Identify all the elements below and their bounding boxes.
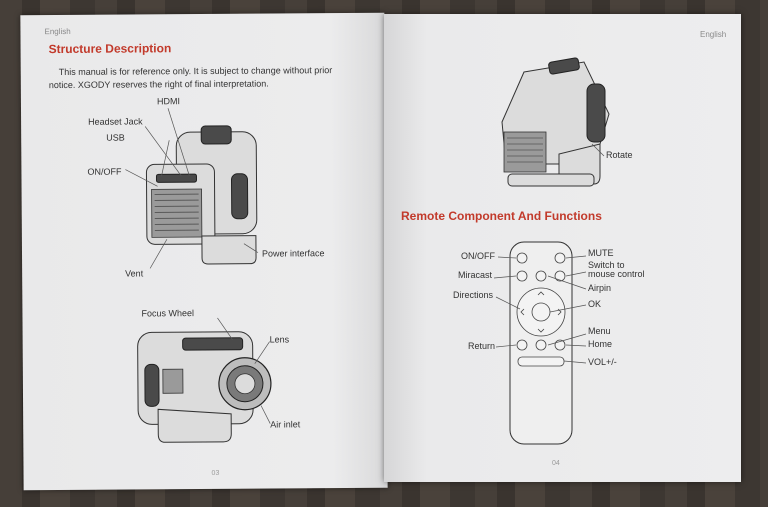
page-number: 03	[211, 469, 220, 477]
left-page: English Structure Description This manua…	[20, 12, 388, 491]
rotate-label: Rotate	[606, 150, 633, 160]
right-page: English Rotate Remote Component And Func…	[384, 14, 741, 482]
return-label: Return	[468, 341, 496, 351]
airpin-label: Airpin	[588, 283, 612, 293]
remote-control-illustration	[493, 241, 587, 445]
switch-mouse-label-2: mouse control	[588, 269, 645, 279]
remote-onoff-label: ON/OFF	[461, 251, 495, 261]
page-number: 04	[552, 460, 560, 467]
section-title: Remote Component And Functions	[401, 209, 602, 223]
projector-back-illustration	[125, 108, 259, 269]
ok-label: OK	[588, 299, 602, 309]
home-label: Home	[588, 339, 613, 349]
menu-label: Menu	[588, 326, 611, 336]
miracast-label: Miracast	[458, 270, 493, 280]
vol-label: VOL+/-	[588, 357, 617, 367]
projector-rotate-illustration	[501, 57, 610, 187]
mute-label: MUTE	[588, 248, 614, 258]
directions-label: Directions	[453, 290, 494, 300]
focus-wheel-label: Focus Wheel	[141, 308, 194, 319]
running-header: English	[700, 30, 727, 39]
lens-label: Lens	[269, 334, 290, 345]
air-inlet-label: Air inlet	[270, 419, 301, 430]
projector-front-illustration	[137, 317, 272, 443]
switch-mouse-label-1: Switch to	[588, 260, 625, 270]
